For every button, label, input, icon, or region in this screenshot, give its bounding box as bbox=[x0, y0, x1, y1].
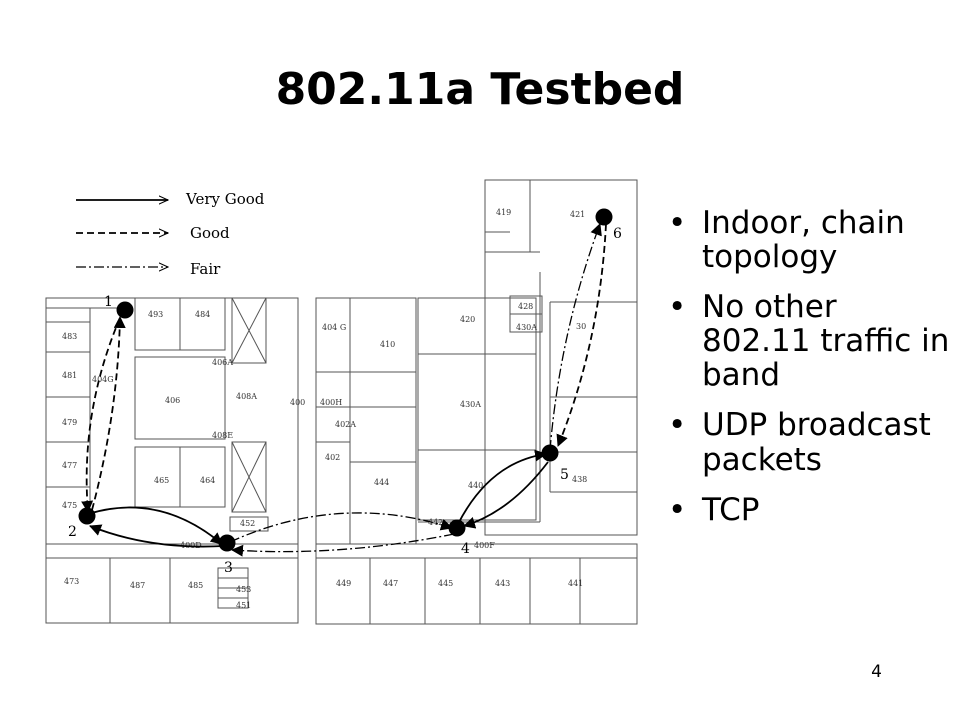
legend-fair-label: Fair bbox=[190, 260, 221, 278]
node-4-label: 4 bbox=[461, 541, 470, 557]
room-label: 428 bbox=[518, 302, 533, 311]
bullet-dot: • bbox=[668, 205, 687, 241]
room-label: 430A bbox=[516, 323, 537, 332]
room-label: 447 bbox=[383, 579, 398, 588]
room-label: 473 bbox=[64, 577, 79, 586]
bullet-text: Indoor, chain topology bbox=[702, 205, 905, 276]
bullet-item: • TCP bbox=[664, 493, 954, 527]
room-label: 30 bbox=[576, 322, 586, 331]
room-labels: 493 484 483 481 404G 479 477 475 473 487… bbox=[62, 208, 587, 610]
bullet-text: UDP broadcast packets bbox=[702, 407, 931, 478]
room-label: 481 bbox=[62, 371, 77, 380]
room-label: 449 bbox=[336, 579, 351, 588]
link-2-1-good bbox=[91, 316, 126, 511]
room-label: 420 bbox=[460, 315, 475, 324]
node-2 bbox=[78, 507, 96, 525]
room-label: 408A bbox=[236, 392, 257, 401]
link-4-5-very-good bbox=[457, 449, 547, 525]
room-label: 402 bbox=[325, 453, 340, 462]
node-3-label: 3 bbox=[224, 560, 233, 576]
bullet-item: • No other 802.11 traffic in band bbox=[664, 290, 954, 392]
node-1-label: 1 bbox=[104, 294, 113, 310]
room-label: 477 bbox=[62, 461, 77, 470]
room-label: 430A bbox=[460, 400, 481, 409]
floor-plan-svg: 493 484 483 481 404G 479 477 475 473 487… bbox=[45, 179, 638, 625]
link-3-2-very-good bbox=[89, 524, 225, 548]
legend: Very Good Good Fair bbox=[76, 190, 265, 278]
slide-title: 802.11a Testbed bbox=[275, 64, 685, 115]
room-label: 419 bbox=[496, 208, 511, 217]
node-6 bbox=[595, 208, 613, 226]
bullet-list: • Indoor, chain topology • No other 802.11… bbox=[664, 206, 954, 543]
room-label: 442 bbox=[428, 518, 443, 527]
room-label: 487 bbox=[130, 581, 145, 590]
link-5-4-very-good bbox=[463, 461, 549, 529]
node-6-label: 6 bbox=[613, 226, 622, 242]
room-label: 441 bbox=[568, 579, 583, 588]
floor-plan-figure: 493 484 483 481 404G 479 477 475 473 487… bbox=[40, 172, 650, 632]
room-label: 406 bbox=[165, 396, 180, 405]
room-label: 443 bbox=[495, 579, 510, 588]
room-label: 438 bbox=[572, 475, 587, 484]
legend-very-good-label: Very Good bbox=[185, 190, 265, 208]
room-label: 404 G bbox=[322, 323, 346, 332]
room-label: 493 bbox=[148, 310, 163, 319]
room-label: 406A bbox=[212, 358, 233, 367]
room-label: 400H bbox=[320, 398, 342, 407]
bullet-text: TCP bbox=[702, 491, 760, 528]
bullet-dot: • bbox=[668, 491, 687, 528]
nodes: 1 2 3 4 5 6 bbox=[68, 208, 622, 576]
room-label: 475 bbox=[62, 501, 77, 510]
room-label: 400F bbox=[474, 541, 495, 550]
bullet-text: No other 802.11 traffic in band bbox=[702, 289, 950, 394]
link-4-3-fair bbox=[231, 533, 455, 557]
room-label: 479 bbox=[62, 418, 77, 427]
node-5 bbox=[541, 444, 559, 462]
room-label: 400 bbox=[290, 398, 305, 407]
bullet-dot: • bbox=[668, 289, 687, 326]
bullet-item: • UDP broadcast packets bbox=[664, 408, 954, 476]
room-label: 444 bbox=[374, 478, 389, 487]
floor-plan-walls bbox=[45, 179, 638, 625]
legend-good-label: Good bbox=[190, 224, 230, 242]
room-label: 404G bbox=[92, 375, 114, 384]
room-label: 484 bbox=[195, 310, 210, 319]
node-3 bbox=[218, 534, 236, 552]
link-1-2-good bbox=[81, 317, 121, 513]
room-label: 451 bbox=[236, 601, 251, 610]
node-5-label: 5 bbox=[560, 467, 569, 483]
page-number: 4 bbox=[871, 662, 882, 682]
room-label: 453 bbox=[236, 585, 251, 594]
node-4 bbox=[448, 519, 466, 537]
room-label: 402A bbox=[335, 420, 356, 429]
node-2-label: 2 bbox=[68, 524, 77, 540]
room-label: 452 bbox=[240, 519, 255, 528]
room-label: 421 bbox=[570, 210, 585, 219]
link-3-4-fair bbox=[229, 512, 453, 543]
link-6-5-good bbox=[556, 223, 607, 447]
room-label: 440 bbox=[468, 481, 483, 490]
room-label: 464 bbox=[200, 476, 215, 485]
room-label: 408E bbox=[212, 431, 233, 440]
room-label: 483 bbox=[62, 332, 77, 341]
room-label: 410 bbox=[380, 340, 395, 349]
room-label: 445 bbox=[438, 579, 453, 588]
links bbox=[81, 223, 607, 557]
link-5-6-good bbox=[549, 223, 602, 451]
room-label: 465 bbox=[154, 476, 169, 485]
bullet-dot: • bbox=[668, 407, 687, 444]
link-2-3-very-good bbox=[87, 506, 223, 545]
node-1 bbox=[116, 301, 134, 319]
room-label: 485 bbox=[188, 581, 203, 590]
bullet-item: • Indoor, chain topology bbox=[664, 206, 954, 274]
